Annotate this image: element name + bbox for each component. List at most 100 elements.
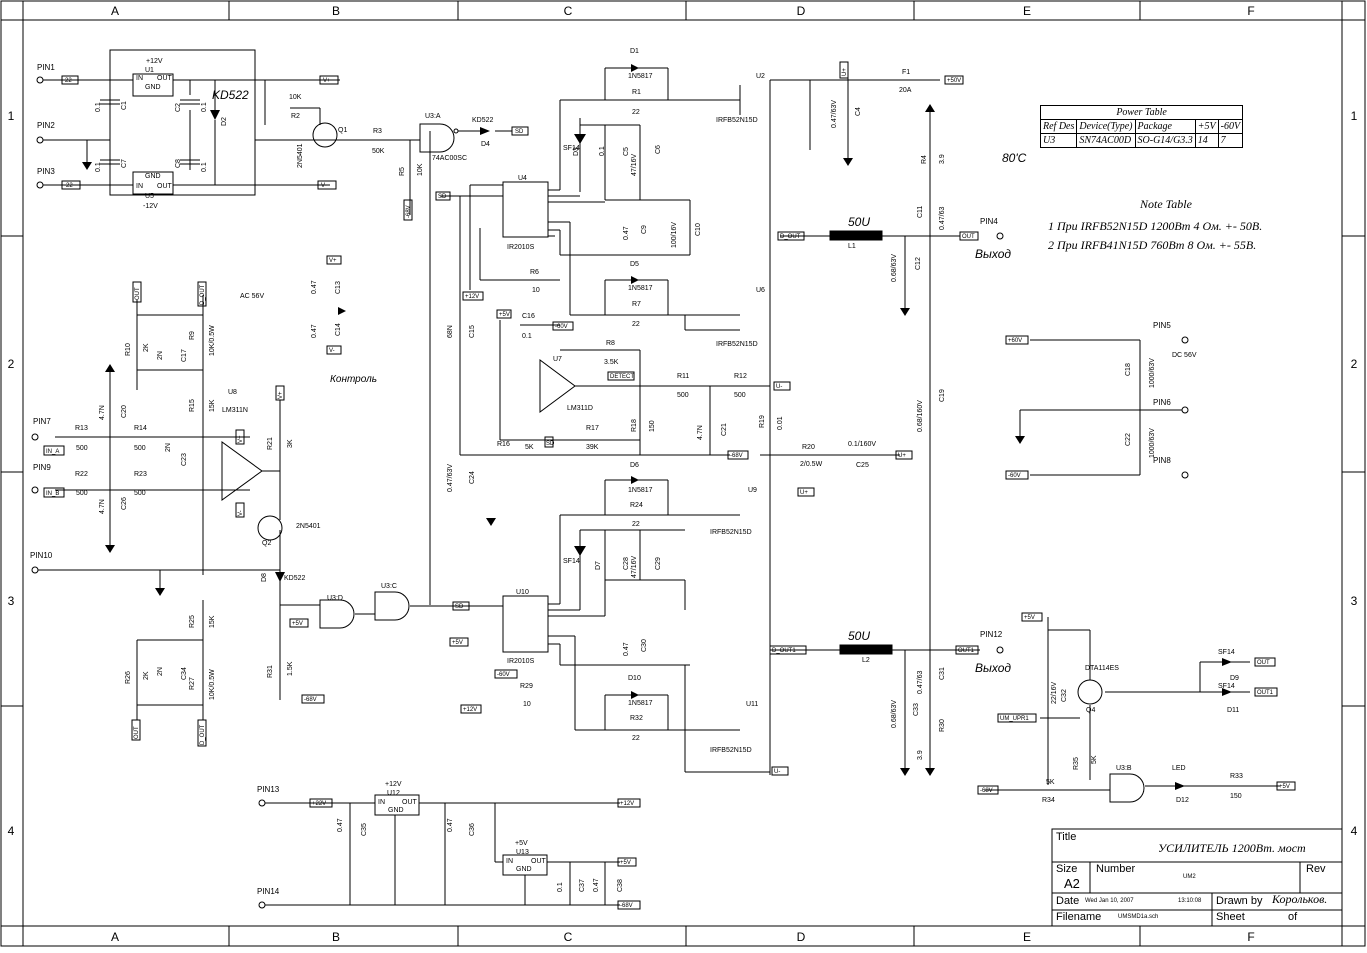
d8-label: D8 xyxy=(261,573,268,582)
pin-label: PIN8 xyxy=(1153,456,1171,465)
c25-value: 0.1/160V xyxy=(848,441,876,448)
dc-voltage: DC 56V xyxy=(1172,352,1197,359)
r9-label: R9 xyxy=(189,331,196,340)
net-label: +5V xyxy=(620,860,631,866)
c13-value: 0.47 xyxy=(311,280,318,294)
pin-out-label: OUT xyxy=(402,799,418,806)
d3-diode-label: SF14 xyxy=(563,145,580,152)
r13-label: R13 xyxy=(75,425,88,432)
net-label: -68V xyxy=(730,453,743,459)
pin-in-label: IN xyxy=(378,799,385,806)
net-label: +5V xyxy=(1279,784,1290,790)
u4-type: IR2010S xyxy=(507,244,535,251)
col-c-bottom: C xyxy=(564,930,573,944)
power-table-header: -60V xyxy=(1217,119,1244,134)
pin-label: PIN1 xyxy=(37,63,55,72)
r7-value: 22 xyxy=(632,321,640,328)
title-label: Title xyxy=(1056,831,1077,843)
power-table-cell: SN74AC00D xyxy=(1076,133,1136,148)
rev-label: Rev xyxy=(1306,863,1326,875)
r1-label: R1 xyxy=(632,89,641,96)
c23-value: 2N xyxy=(165,443,172,452)
r19-value: 0.01 xyxy=(777,416,784,430)
c13-label: C13 xyxy=(335,281,342,294)
d11-diode-label: SF14 xyxy=(1218,683,1235,690)
r34-value: 5K xyxy=(1046,779,1055,786)
net-label: SD xyxy=(546,441,555,447)
r11-value: 500 xyxy=(677,392,689,399)
u4-label: U4 xyxy=(518,175,527,182)
net-label: U+ xyxy=(842,68,848,76)
c34-value: 2N xyxy=(157,667,164,676)
c16-label: C16 xyxy=(522,313,535,320)
net-label: OUT xyxy=(962,234,975,240)
q1-label: Q1 xyxy=(338,127,347,134)
d1-type: 1N5817 xyxy=(628,73,653,80)
r27-label: R27 xyxy=(189,677,196,690)
r8-label: R8 xyxy=(606,340,615,347)
c4-value: 0.47/63V xyxy=(831,100,838,128)
c1-label: C1 xyxy=(121,101,128,110)
net-label: D_OUT1 xyxy=(772,648,796,654)
r18-value: 150 xyxy=(649,420,656,432)
col-b-top: B xyxy=(332,4,340,18)
c24-label: C24 xyxy=(469,471,476,484)
r7-label: R7 xyxy=(632,301,641,308)
pin-label: PIN9 xyxy=(33,463,51,472)
q2-label: Q2 xyxy=(262,540,271,547)
u7-label: U7 xyxy=(553,356,562,363)
d3-label: D3 xyxy=(573,147,580,156)
r10-label: R10 xyxy=(125,343,132,356)
pin-in-label: IN xyxy=(136,183,143,190)
c10-label: C10 xyxy=(695,223,702,236)
pin-out-label: OUT xyxy=(531,858,547,865)
pin-in-label: IN xyxy=(136,75,143,82)
net-label: U+ xyxy=(800,490,808,496)
col-a-top: A xyxy=(111,4,119,18)
c16-value: 0.1 xyxy=(522,333,532,340)
r5-label: R5 xyxy=(399,167,406,176)
power-table-header: Ref Des xyxy=(1039,119,1078,134)
net-label: -68V xyxy=(406,205,412,218)
row-3-left: 3 xyxy=(8,594,15,608)
pin-label: PIN5 xyxy=(1153,321,1171,330)
c19-value: 0.68/160V xyxy=(917,400,924,432)
c31-label: C31 xyxy=(939,667,946,680)
u10-label: U10 xyxy=(516,589,529,596)
pin-in-label: IN xyxy=(506,858,513,865)
net-label: -68V xyxy=(304,697,317,703)
temperature-label: 80'C xyxy=(1002,151,1027,165)
u7-type: LM311D xyxy=(567,405,593,412)
note-line-1: 1 При IRFB52N15D 1200Вт 4 Ом. +- 50В. xyxy=(1048,219,1263,233)
col-a-bottom: A xyxy=(111,930,119,944)
r25-value: 15K xyxy=(209,615,216,628)
c10-value: 100/16V xyxy=(671,222,678,248)
u13-label: U13 xyxy=(516,849,529,856)
net-label: +50V xyxy=(947,78,961,84)
u3d-label: U3:D xyxy=(327,595,343,602)
gnd-label: GND xyxy=(145,173,161,180)
net-label: -60V xyxy=(497,672,510,678)
d7-label: D7 xyxy=(595,561,602,570)
col-f-bottom: F xyxy=(1247,930,1254,944)
kd522-label: KD522 xyxy=(472,117,494,124)
c37-value: 0.1 xyxy=(557,882,564,892)
u3a-label: U3:A xyxy=(425,113,441,120)
col-f-top: F xyxy=(1247,4,1254,18)
r20-value: 2/0.5W xyxy=(800,461,823,468)
r34-label: R34 xyxy=(1042,797,1055,804)
r33-value: 150 xyxy=(1230,793,1242,800)
r1-value: 22 xyxy=(632,109,640,116)
net-label: OUT xyxy=(1257,660,1270,666)
u6-type: IRFB52N15D xyxy=(716,341,758,348)
c9-value: 0.47 xyxy=(623,226,630,240)
c17-value: 2N xyxy=(157,351,164,360)
net-label: V- xyxy=(321,183,327,189)
c35-label: C35 xyxy=(361,823,368,836)
r17-label: R17 xyxy=(586,425,599,432)
d8-diode-label: KD522 xyxy=(284,575,306,582)
c8-value: 0.1 xyxy=(201,162,208,172)
c14-label: C14 xyxy=(335,323,342,336)
u10-type: IR2010S xyxy=(507,658,535,665)
note-line-2: 2 При IRFB41N15D 760Вт 8 Ом. +- 55В. xyxy=(1048,238,1257,252)
